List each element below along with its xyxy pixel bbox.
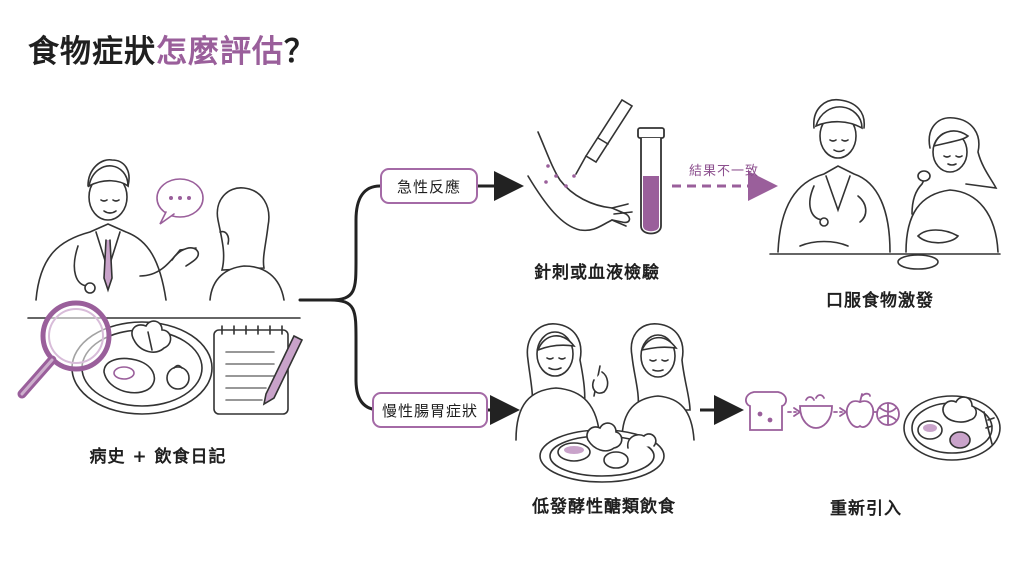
page-title: 食物症狀怎麼評估？ (28, 26, 316, 71)
title-highlight: 怎麼評估 (156, 34, 284, 70)
branch-chronic-pill: 慢性腸胃症狀 (372, 392, 488, 428)
title-suffix: ？ (284, 34, 316, 70)
inconsistent-result-label: 結果不一致 (688, 164, 760, 179)
patient-figure (209, 187, 285, 301)
start-caption: 病史 + 飲食日記 (89, 447, 227, 467)
diet-counselling-illustration (515, 323, 695, 483)
skin-prick-test-illustration (527, 98, 634, 232)
challenge-caption: 口服食物激發 (826, 291, 934, 311)
branch-connector (298, 184, 382, 412)
blood-tube-icon (637, 127, 665, 235)
balanced-plate-icon (903, 395, 1001, 461)
bread-icon (745, 391, 787, 431)
magnifier-icon (17, 300, 112, 399)
branch-chronic-label: 慢性腸胃症狀 (381, 401, 478, 420)
branch-acute-label: 急性反應 (396, 177, 461, 196)
doctor-figure (35, 159, 200, 301)
reintro-caption: 重新引入 (830, 499, 902, 519)
speech-bubble-icon (156, 178, 204, 225)
bowl-icon (799, 394, 833, 429)
food-diary-icon (213, 325, 304, 415)
cabbage-icon (876, 402, 900, 426)
apple-icon (845, 392, 875, 428)
reintro-sequence (745, 391, 900, 431)
diet-caption: 低發酵性醣類飲食 (532, 497, 676, 517)
consultation-illustration (27, 159, 304, 415)
title-main: 食物症狀 (28, 34, 156, 70)
test-caption: 針刺或血液檢驗 (534, 263, 660, 283)
branch-acute-pill: 急性反應 (380, 168, 478, 204)
oral-challenge-illustration (769, 99, 1001, 270)
